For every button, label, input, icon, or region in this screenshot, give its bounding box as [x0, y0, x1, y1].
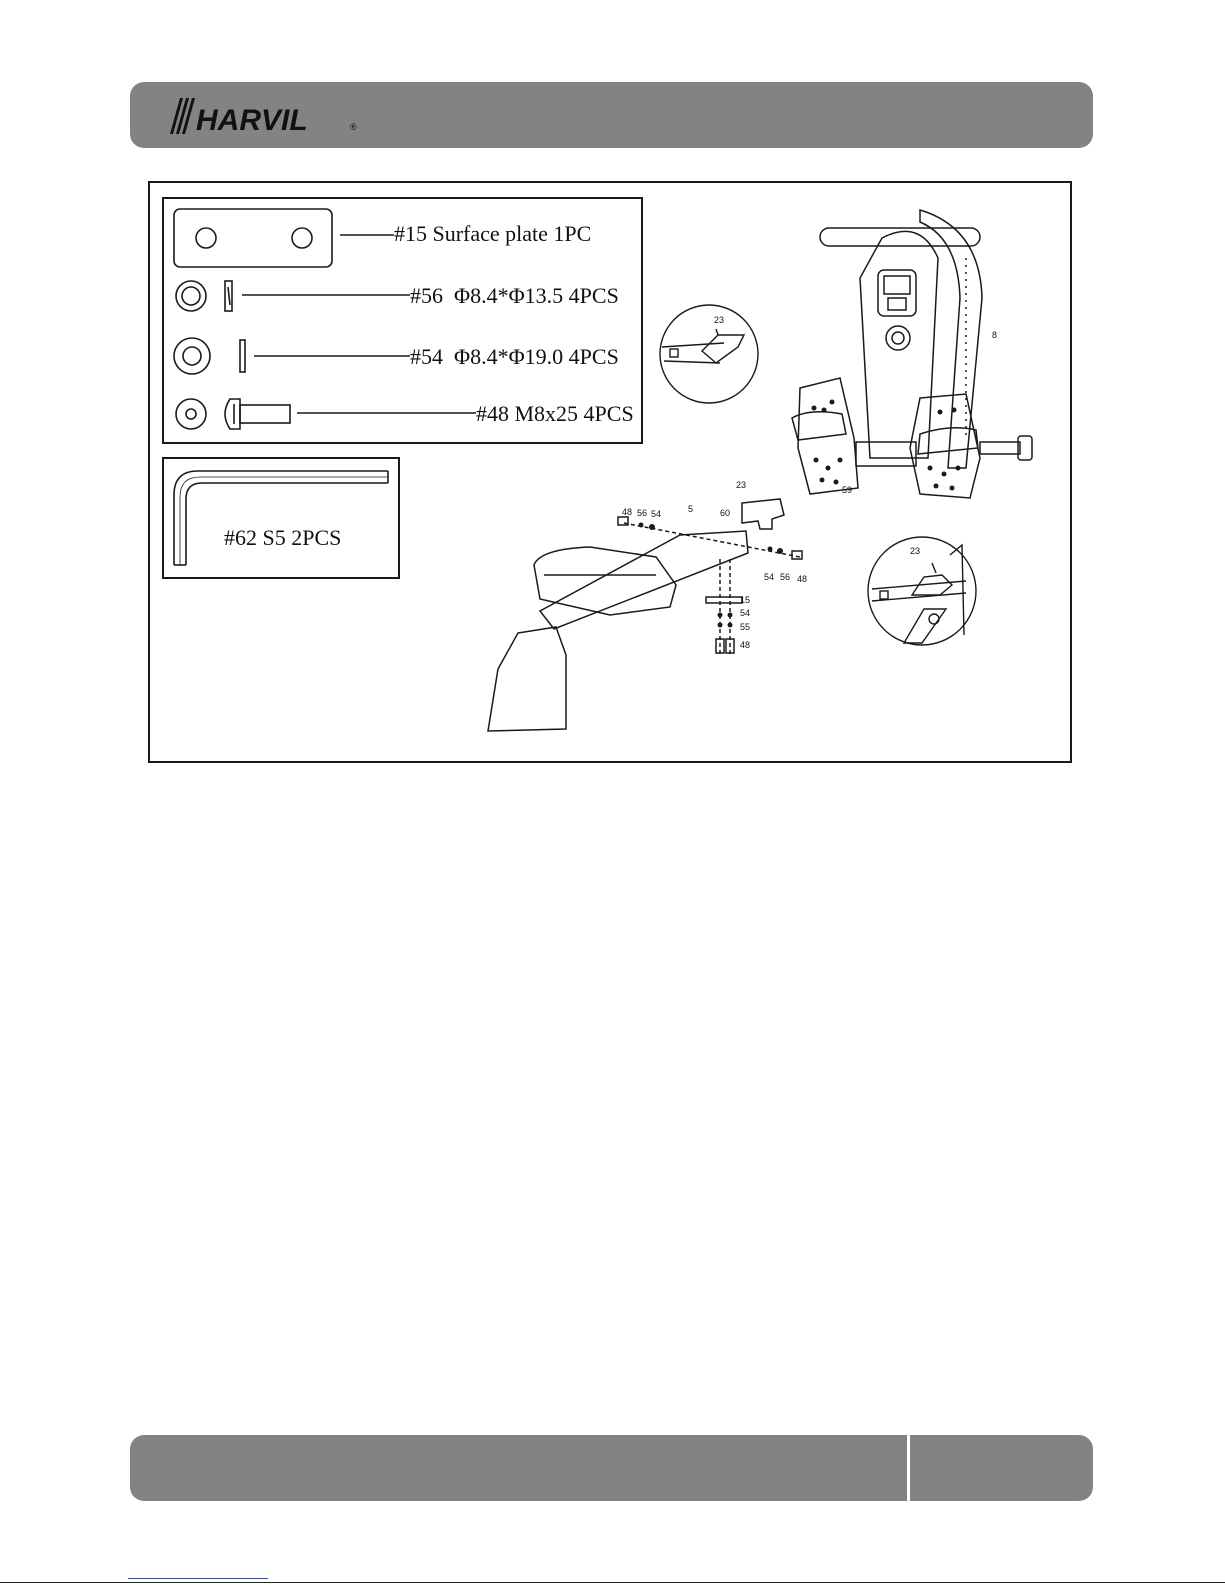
callout-5: 5 [688, 505, 693, 514]
callout-59: 59 [842, 486, 852, 495]
callout-55-low: 55 [740, 623, 750, 632]
footer-bar [130, 1435, 1093, 1501]
page-bottom-rule [0, 1582, 1225, 1583]
allen-key-box: #62 S5 2PCS [162, 457, 400, 579]
callout-8: 8 [992, 331, 997, 340]
seat-rail-exploded-view [480, 479, 810, 739]
callout-48-left: 48 [622, 508, 632, 517]
allen-key-drawing [164, 459, 402, 581]
surface-plate-shape [174, 209, 332, 267]
callout-23-mid: 23 [736, 481, 746, 490]
part-label-washer-56: #56 Φ8.4*Φ13.5 4PCS [410, 285, 619, 307]
callout-23-detail: 23 [910, 547, 920, 556]
header-bar: HARVIL ® [130, 82, 1093, 148]
detail-circle-bottom [866, 535, 978, 647]
detail-circle-top [658, 303, 760, 405]
rower-front-assembly [770, 198, 1040, 508]
part-label-allen-key: #62 S5 2PCS [224, 527, 341, 549]
footer-divider [907, 1435, 910, 1501]
brand-text: HARVIL [196, 104, 308, 137]
hardware-parts-box: #15 Surface plate 1PC #56 Φ8.4*Φ13.5 4PC… [162, 197, 643, 444]
callout-48-right: 48 [797, 575, 807, 584]
callout-54-left: 54 [651, 510, 661, 519]
callout-48-low: 48 [740, 641, 750, 650]
callout-15: 15 [740, 596, 750, 605]
registered-mark: ® [350, 122, 357, 132]
link-underline [128, 1578, 268, 1579]
callout-54-low: 54 [740, 609, 750, 618]
callout-56-left: 56 [637, 509, 647, 518]
callout-60: 60 [720, 509, 730, 518]
part-label-surface-plate: #15 Surface plate 1PC [394, 223, 591, 245]
callout-54-right: 54 [764, 573, 774, 582]
callout-23-top: 23 [714, 316, 724, 325]
part-label-bolt-48: #48 M8x25 4PCS [476, 403, 634, 425]
harvil-logo-mark: HARVIL ® [162, 90, 372, 140]
assembly-figure: #15 Surface plate 1PC #56 Φ8.4*Φ13.5 4PC… [148, 181, 1072, 763]
part-label-washer-54: #54 Φ8.4*Φ19.0 4PCS [410, 346, 619, 368]
harvil-logo: HARVIL ® [162, 90, 372, 140]
callout-56-right: 56 [780, 573, 790, 582]
